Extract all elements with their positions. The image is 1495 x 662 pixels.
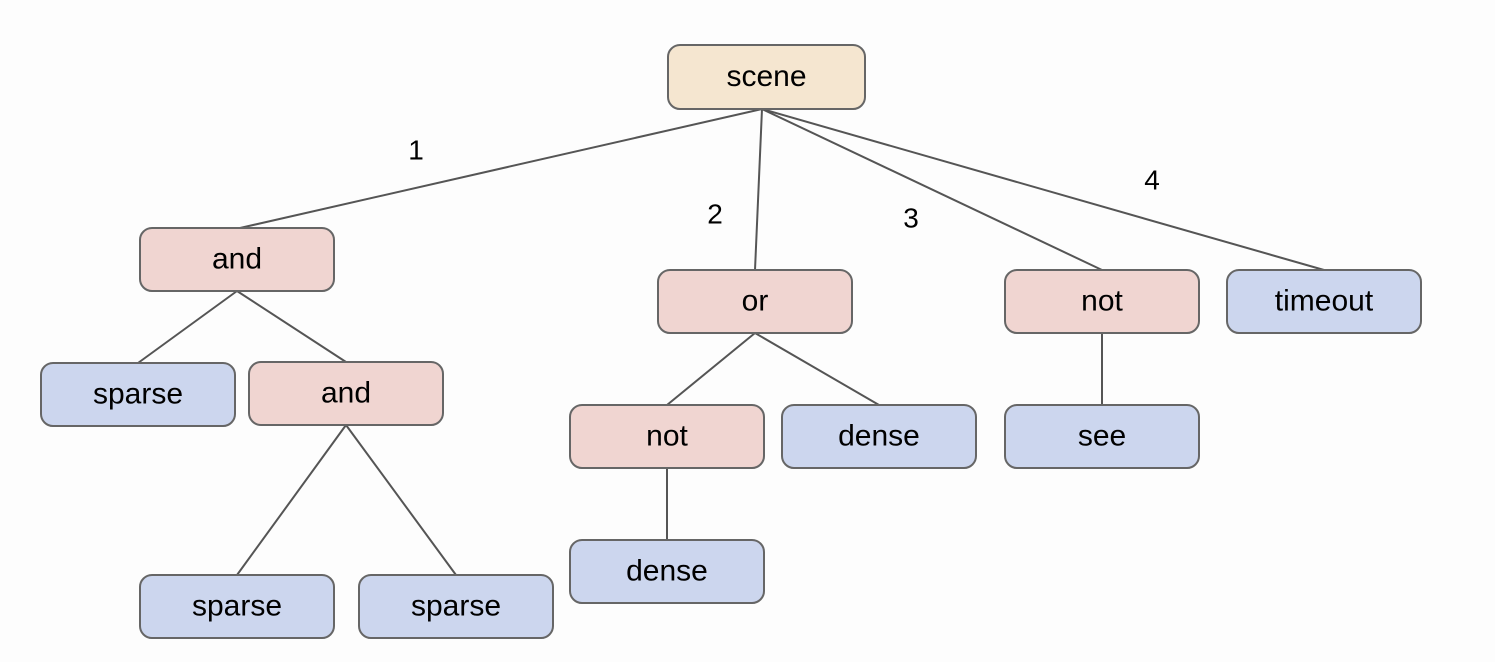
node-label-dense2: dense bbox=[626, 554, 708, 587]
tree-node-dense2[interactable]: dense bbox=[569, 539, 765, 604]
tree-edge-scene-to-or1 bbox=[754, 108, 763, 271]
tree-node-or1[interactable]: or bbox=[657, 269, 853, 334]
edge-label-4: 4 bbox=[1144, 164, 1160, 195]
node-label-scene: scene bbox=[726, 60, 806, 93]
node-label-not2: not bbox=[1081, 284, 1123, 317]
node-label-sparse3: sparse bbox=[411, 589, 501, 622]
tree-edge-scene-to-timeout1 bbox=[761, 108, 1325, 271]
tree-node-not1[interactable]: not bbox=[569, 404, 765, 469]
tree-node-not2[interactable]: not bbox=[1004, 269, 1200, 334]
edge-label-2: 2 bbox=[707, 198, 723, 229]
node-box-timeout1[interactable] bbox=[1226, 269, 1422, 334]
edge-label-1: 1 bbox=[408, 134, 424, 165]
tree-edge-and1-to-and2 bbox=[236, 290, 347, 363]
node-label-see1: see bbox=[1078, 419, 1126, 452]
tree-node-scene[interactable]: scene bbox=[667, 44, 866, 110]
tree-edge-and1-to-sparse1 bbox=[137, 290, 238, 364]
tree-node-and1[interactable]: and bbox=[139, 227, 335, 292]
tree-edge-and2-to-sparse2 bbox=[236, 424, 347, 576]
node-label-sparse2: sparse bbox=[192, 589, 282, 622]
node-label-dense1: dense bbox=[838, 419, 920, 452]
node-label-not1: not bbox=[646, 419, 688, 452]
node-box-dense2[interactable] bbox=[569, 539, 765, 604]
tree-edge-and2-to-sparse3 bbox=[345, 424, 457, 576]
node-label-and1: and bbox=[212, 242, 262, 275]
node-label-timeout1: timeout bbox=[1275, 284, 1374, 317]
node-box-dense1[interactable] bbox=[781, 404, 977, 469]
node-box-sparse1[interactable] bbox=[40, 362, 236, 427]
tree-edge-or1-to-dense1 bbox=[754, 332, 880, 406]
node-label-or1: or bbox=[742, 284, 769, 317]
tree-node-dense1[interactable]: dense bbox=[781, 404, 977, 469]
edge-labels-layer: 1 2 3 4 bbox=[408, 134, 1160, 233]
node-box-scene[interactable] bbox=[667, 44, 866, 110]
node-box-see1[interactable] bbox=[1004, 404, 1200, 469]
tree-node-sparse1[interactable]: sparse bbox=[40, 362, 236, 427]
node-box-and1[interactable] bbox=[139, 227, 335, 292]
nodes-layer: scene and sparse and sparse sparse or not dense d… bbox=[40, 44, 1422, 639]
node-label-and2: and bbox=[321, 376, 371, 409]
node-box-not1[interactable] bbox=[569, 404, 765, 469]
tree-node-timeout1[interactable]: timeout bbox=[1226, 269, 1422, 334]
tree-node-see1[interactable]: see bbox=[1004, 404, 1200, 469]
tree-node-and2[interactable]: and bbox=[248, 361, 444, 426]
node-box-or1[interactable] bbox=[657, 269, 853, 334]
edges-layer bbox=[137, 108, 1325, 576]
node-box-not2[interactable] bbox=[1004, 269, 1200, 334]
tree-edge-scene-to-not2 bbox=[761, 108, 1103, 271]
tree-node-sparse2[interactable]: sparse bbox=[139, 574, 335, 639]
node-box-and2[interactable] bbox=[248, 361, 444, 426]
node-box-sparse3[interactable] bbox=[358, 574, 554, 639]
node-label-sparse1: sparse bbox=[93, 377, 183, 410]
tree-edge-or1-to-not1 bbox=[666, 332, 756, 406]
tree-edge-scene-to-and1 bbox=[239, 108, 763, 229]
tree-node-sparse3[interactable]: sparse bbox=[358, 574, 554, 639]
node-box-sparse2[interactable] bbox=[139, 574, 335, 639]
edge-label-3: 3 bbox=[903, 202, 919, 233]
